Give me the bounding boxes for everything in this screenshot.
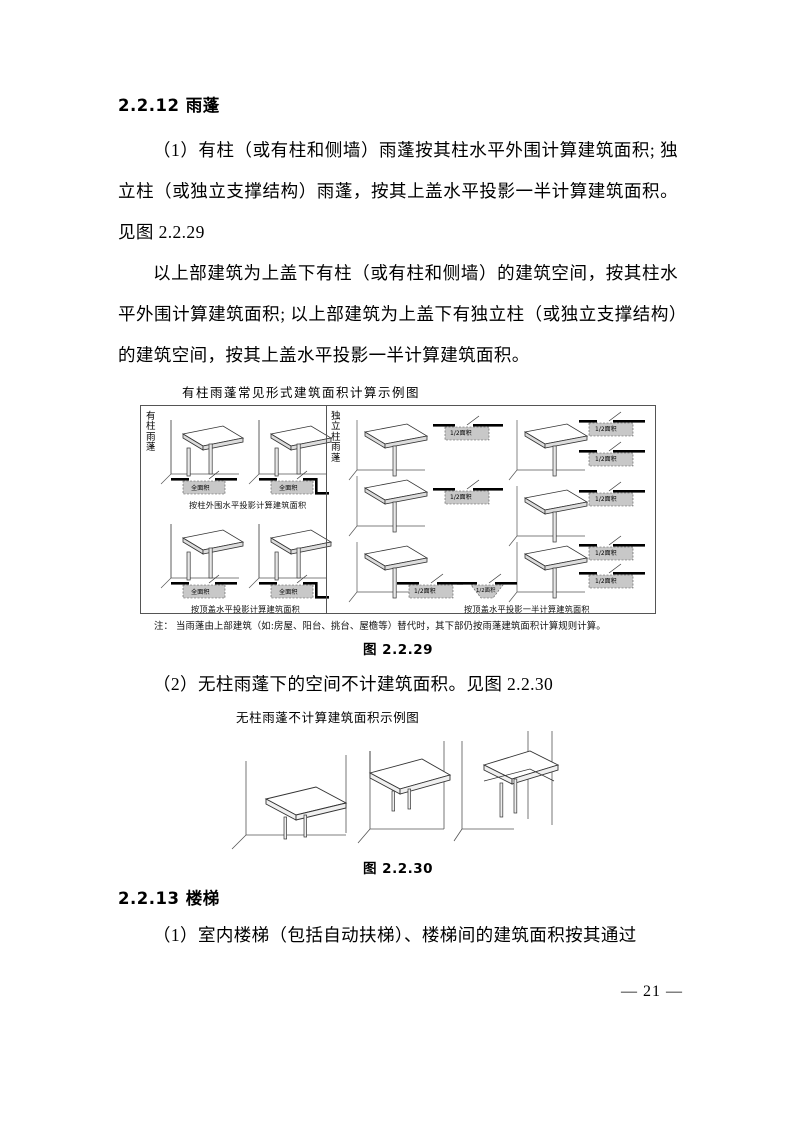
paragraph-2-2-12-2: 以上部建筑为上盖下有柱（或有柱和侧墙）的建筑空间，按其柱水平外围计算建筑面积; … [118,262,678,365]
svg-text:1/2面积: 1/2面积 [450,429,472,437]
svg-text:1/2面积: 1/2面积 [595,549,617,557]
diagram2-title: 无柱雨蓬不计算建筑面积示例图 [236,709,420,725]
svg-text:1/2面积: 1/2面积 [414,587,436,595]
diagram1-note: 注： 当雨蓬由上部建筑（如:房屋、阳台、挑台、屋檐等）替代时，其下部仍按雨蓬建筑… [154,620,606,632]
diagram1-left-caption-top: 按柱外围水平投影计算建筑面积 [189,499,307,510]
section-heading-2-2-12: 2.2.12 雨蓬 [118,96,220,115]
diagram1-lineart: 全面积 全面积 [160,411,645,603]
section-heading-2-2-13: 2.2.13 楼梯 [118,888,220,908]
diagram1-left-panel-label: 有柱雨蓬 [146,410,156,454]
diagram-canopy-no-columns: 无柱雨蓬不计算建筑面积示例图 [228,707,568,850]
paragraph-2-2-13-1: （1）室内楼梯（包括自动扶梯）、楼梯间的建筑面积按其通过 [153,924,637,945]
svg-text:全面积: 全面积 [279,588,298,596]
diagram1-right-panel-label: 独立柱雨蓬 [331,410,341,464]
diagram1-right-caption-bottom: 按顶盖水平投影一半计算建筑面积 [464,603,590,614]
diagram1-title: 有柱雨蓬常见形式建筑面积计算示例图 [182,384,421,400]
diagram1-frame: 有柱雨蓬 独立柱雨蓬 按柱外围水平投影计算建筑面积 按顶盖水平投影计算建筑面积 … [140,404,656,614]
svg-text:1/2面积: 1/2面积 [450,493,472,501]
svg-text:全面积: 全面积 [191,588,210,596]
svg-text:1/2面积: 1/2面积 [595,577,617,585]
svg-text:全面积: 全面积 [279,484,298,492]
paragraph-2-2-12-3: （2）无柱雨蓬下的空间不计建筑面积。见图 2.2.30 [153,673,554,694]
page-number: — 21 — [621,983,683,1000]
paragraph-2-2-12-1: （1）有柱（或有柱和侧墙）雨蓬按其柱水平外围计算建筑面积; 独立柱（或独立支撑结… [118,139,678,242]
diagram-canopy-with-columns: 有柱雨蓬常见形式建筑面积计算示例图 有柱雨蓬 独立柱雨蓬 按柱外围水平投影计算建… [140,382,656,632]
svg-text:1/2面积: 1/2面积 [595,455,617,463]
figure-caption-2-2-30: 图 2.2.30 [362,860,434,877]
svg-text:1/2面积: 1/2面积 [595,495,617,503]
svg-text:全面积: 全面积 [191,484,210,492]
figure-2-2-29: 有柱雨蓬常见形式建筑面积计算示例图 有柱雨蓬 独立柱雨蓬 按柱外围水平投影计算建… [118,382,678,658]
figure-2-2-30: 无柱雨蓬不计算建筑面积示例图 [118,707,678,877]
svg-text:1/2面积: 1/2面积 [595,425,617,433]
figure-caption-2-2-29: 图 2.2.29 [362,641,434,658]
diagram1-left-caption-bottom: 按顶盖水平投影计算建筑面积 [191,603,301,614]
svg-text:1/2面积: 1/2面积 [476,587,496,594]
page-content: 2.2.12 雨蓬 （1）有柱（或有柱和侧墙）雨蓬按其柱水平外围计算建筑面积; … [118,96,678,956]
diagram1-panel-divider [326,405,327,613]
diagram2-lineart [231,730,560,850]
